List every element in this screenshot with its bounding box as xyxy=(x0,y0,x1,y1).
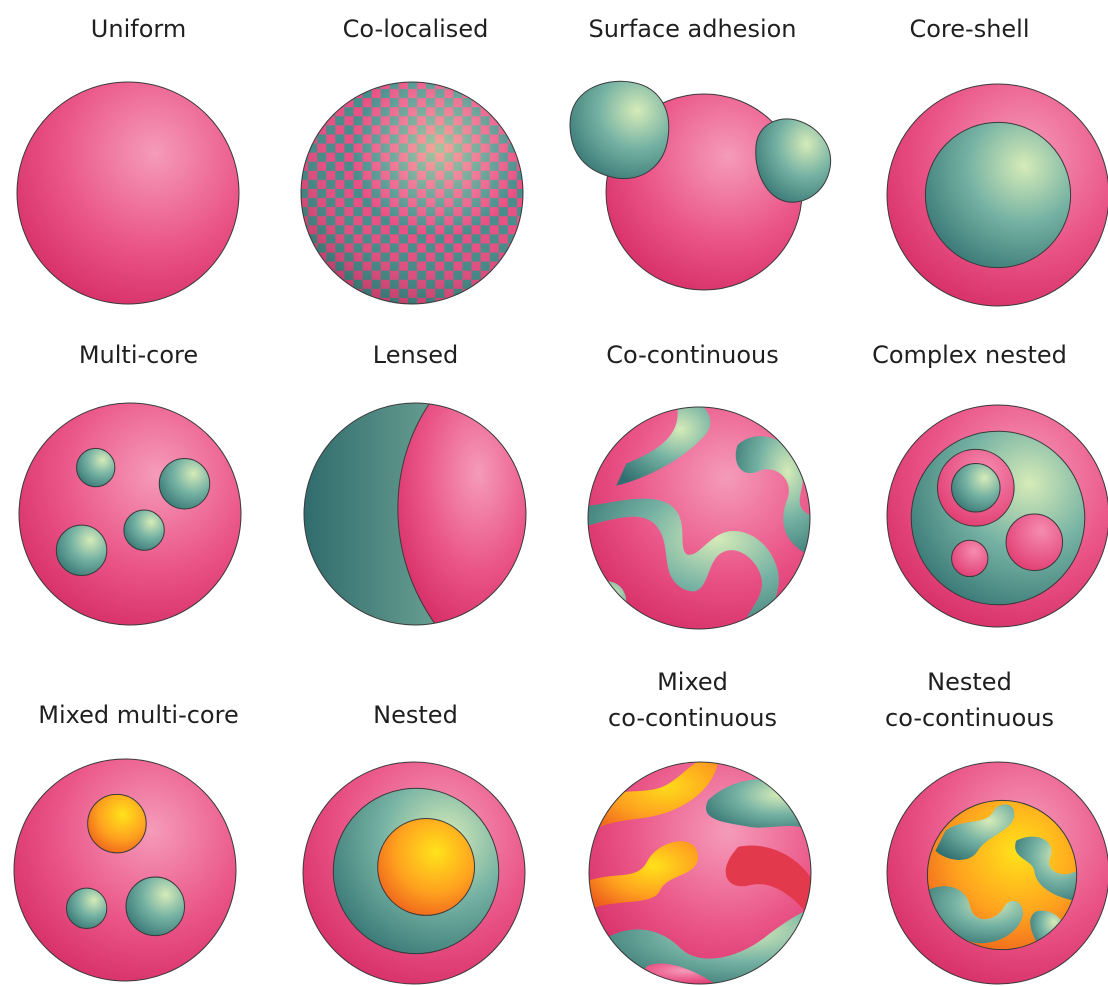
label-nested-co-continuous-line1: Nested xyxy=(831,665,1108,699)
co-continuous-sphere-icon xyxy=(586,405,812,631)
surface-adhesion-sphere-icon xyxy=(564,72,840,292)
uniform-sphere-icon xyxy=(15,80,241,306)
lensed-sphere-icon xyxy=(302,401,528,627)
label-core-shell: Core-shell xyxy=(831,12,1108,46)
nested-co-continuous-sphere-icon xyxy=(885,760,1108,986)
mixed-multi-core-sphere-icon xyxy=(12,757,238,983)
nested-sphere-icon xyxy=(301,760,527,986)
label-mixed-co-continuous-line1: Mixed xyxy=(554,665,831,699)
label-surface-adhesion: Surface adhesion xyxy=(554,12,831,46)
label-mixed-co-continuous-line2: co-continuous xyxy=(554,701,831,735)
label-multi-core: Multi-core xyxy=(0,338,277,372)
multi-core-sphere-icon xyxy=(17,401,243,627)
label-nested-co-continuous-line2: co-continuous xyxy=(831,701,1108,735)
complex-nested-sphere-icon xyxy=(885,403,1108,629)
label-uniform: Uniform xyxy=(0,12,277,46)
label-complex-nested: Complex nested xyxy=(831,338,1108,372)
label-mixed-multi-core: Mixed multi-core xyxy=(0,698,277,732)
label-nested: Nested xyxy=(277,698,554,732)
label-co-localised: Co-localised xyxy=(277,12,554,46)
mixed-co-continuous-sphere-icon xyxy=(587,760,813,986)
checkerboard-sphere-icon xyxy=(299,80,525,306)
core-shell-sphere-icon xyxy=(885,82,1108,308)
label-lensed: Lensed xyxy=(277,338,554,372)
label-co-continuous: Co-continuous xyxy=(554,338,831,372)
